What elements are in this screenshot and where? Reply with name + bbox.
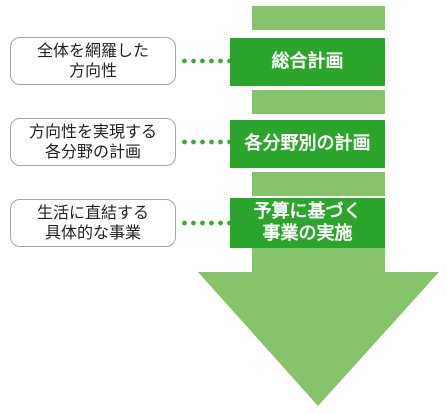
description-text-3: 生活に直結する 具体的な事業	[36, 203, 149, 242]
arrow-shaft-top	[252, 6, 385, 30]
description-box-2: 方向性を実現する 各分野の計画	[10, 118, 176, 166]
plan-band-2: 各分野別の計画	[230, 120, 385, 168]
arrow-shaft-mid-1	[252, 90, 385, 114]
description-text-1: 全体を網羅した 方向性	[36, 41, 149, 80]
dotted-connector-3	[180, 220, 232, 226]
plan-band-1: 総合計画	[230, 38, 385, 86]
description-text-2: 方向性を実現する 各分野の計画	[28, 122, 157, 161]
arrow-shaft-lower	[252, 246, 385, 272]
dotted-connector-1	[180, 58, 232, 64]
arrow-head	[198, 272, 439, 406]
description-box-3: 生活に直結する 具体的な事業	[10, 199, 176, 247]
plan-band-3: 予算に基づく 事業の実施	[230, 198, 385, 248]
plan-label-1: 総合計画	[271, 51, 344, 72]
plan-label-2: 各分野別の計画	[244, 133, 371, 154]
plan-label-3: 予算に基づく 事業の実施	[253, 201, 362, 244]
description-box-1: 全体を網羅した 方向性	[10, 37, 176, 85]
dotted-connector-2	[180, 139, 232, 145]
arrow-shaft-mid-2	[252, 172, 385, 196]
